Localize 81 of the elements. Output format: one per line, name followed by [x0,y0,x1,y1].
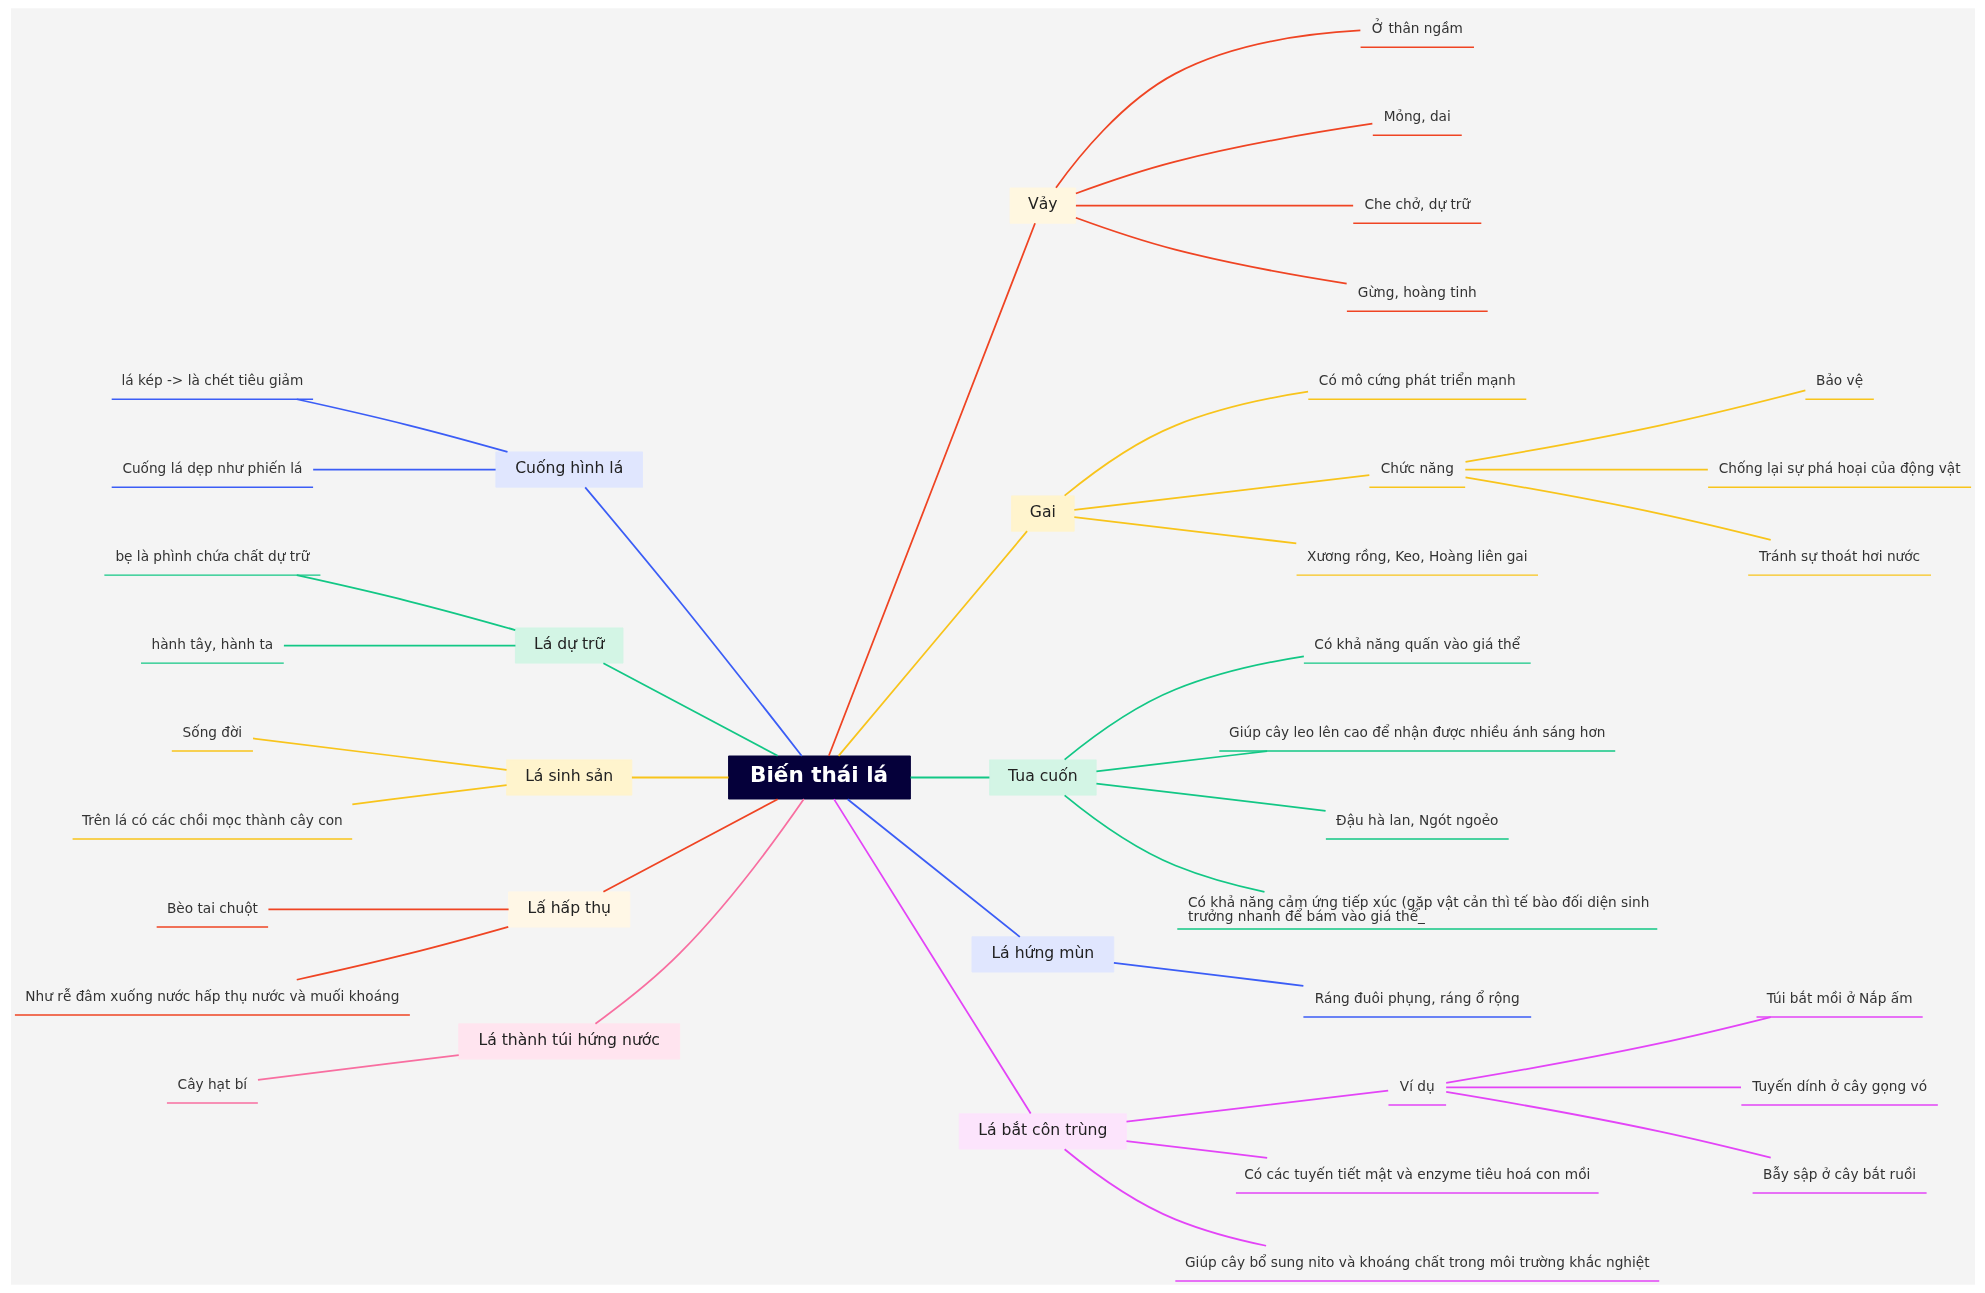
connector [1464,476,1772,541]
connector [837,530,1028,757]
connector [295,926,509,981]
node-text: Bảo vệ [1815,372,1863,389]
connector [251,737,507,771]
node-text: Che chở, dự trữ [1364,196,1470,213]
connector [1112,962,1304,987]
connector [256,1054,460,1081]
node-text: Ráng đuôi phụng, ráng ổ rộng [1314,990,1520,1007]
node-box: Lá sinh sản [505,759,632,796]
node-text: Chức năng [1380,460,1454,477]
node-text: Tuyến dính ở cây gọng vó [1751,1078,1927,1095]
node-text: Tránh sự thoát hơi nước [1758,548,1920,565]
connector [1095,782,1326,812]
connector [1054,29,1361,189]
connector [1063,794,1265,893]
connector [1463,468,1709,471]
connector [630,776,729,779]
node-text: Có mô cứng phát triển mạnh [1318,372,1516,389]
connector [267,908,509,911]
connector [1125,1140,1268,1159]
node-box: Lá bắt côn trùng [958,1113,1127,1150]
node-text: Xương rồng, Keo, Hoàng liên gai [1306,548,1528,565]
connector [1444,1016,1772,1084]
connector [1444,1091,1772,1159]
connector [594,798,805,1025]
connector [1074,216,1348,285]
node-box: Lá thành túi hứng nước [457,1023,680,1060]
node-text: Có khả năng quấn vào giá thể [1313,636,1520,653]
connector [832,798,1032,1115]
connector [909,776,990,779]
node-box: Vảy [1009,187,1076,224]
connector [1444,1086,1742,1089]
connector [846,798,1021,938]
node-text: hành tây, hành ta [151,636,273,653]
connector [583,486,803,757]
node-box: Gai [1010,495,1075,532]
node-text: Giúp cây leo lên cao để nhận được nhiều ánh sáng hơn [1228,724,1605,741]
node-text: lá kép -> là chét tiêu giảm [121,372,303,389]
node-text: Sống đời [182,724,242,741]
node-text: Cuống lá dẹp như phiến lá [121,460,302,477]
connector [1464,389,1806,463]
connector [295,574,516,631]
node-text: Như rễ đâm xuống nước hấp thụ nước và muối khoáng [24,988,399,1005]
connector [1074,204,1354,207]
connector [1072,516,1297,545]
connector [602,662,778,757]
node-box: Tua cuốn [988,759,1097,796]
connector [1125,1089,1389,1123]
node-text: Cây hạt bí [177,1076,247,1093]
node-text: Túi bắt mồi ở Nắp ấm [1766,990,1912,1007]
node-box: Lá dự trữ [514,627,623,664]
node-text: Bèo tai chuột [166,900,258,917]
node-text: bẹ là phình chứa chất dự trữ [114,548,309,565]
node-text: Chống lại sự phá hoại của động vật [1718,460,1961,477]
node-text: Ở thân ngầm [1371,20,1463,37]
connector [350,784,507,806]
node-text: Có khả năng cảm ứng tiếp xúc (gặp vật cản thì tế bào đối diện sinh trưởng nhanh để bám vào giá thể_ [1187,893,1649,925]
connector [1063,390,1309,497]
connector [1095,750,1268,773]
node-text: Đậu hà lan, Ngót ngoẻo [1335,812,1498,829]
connector [1074,122,1373,195]
connector [602,798,778,893]
node-box: Lấ hấp thụ [507,891,630,928]
node-text: Ví dụ [1399,1078,1435,1095]
connector [1063,1148,1267,1247]
node-text: Bẫy sập ở cây bắt ruồi [1762,1166,1916,1182]
connector [1063,655,1305,761]
node-box: Lá hứng mùn [971,936,1114,973]
node-text: Giúp cây bổ sung nito và khoáng chất trong môi trường khắc nghiệt [1184,1253,1650,1270]
connector [311,468,496,471]
node-text: Trên lá có các chồi mọc thành cây con [81,812,343,829]
node-box: Cuống hình lá [494,451,643,488]
connector [282,644,516,647]
connector [1072,474,1370,511]
node-text: Gừng, hoàng tinh [1357,284,1477,301]
connector [827,222,1036,757]
node-text: Mỏng, dai [1383,108,1451,125]
node-text: Có các tuyến tiết mật và enzyme tiêu hoá con mồi [1243,1166,1590,1182]
connector [295,398,508,453]
node-box: Biến thái lá [727,755,911,800]
